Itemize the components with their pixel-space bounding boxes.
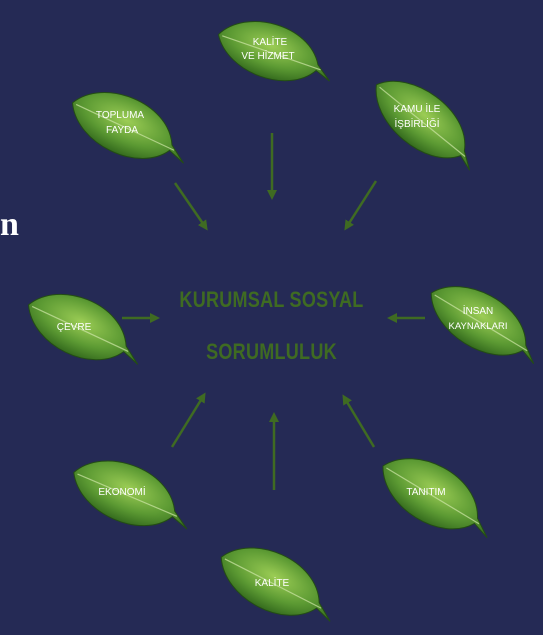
leaf-kalite-hizmet: KALİTE VE HİZMET bbox=[217, 21, 330, 82]
leaf-topluma-fayda: TOPLUMA FAYDA bbox=[71, 92, 184, 164]
leaf-label-line: KALİTE bbox=[253, 35, 288, 48]
leaf-kalite: KALİTE bbox=[220, 547, 331, 622]
leaf-label-line: VE HİZMET bbox=[241, 49, 294, 62]
arrows bbox=[122, 133, 425, 490]
leaf-label-line: KAMU İLE bbox=[394, 102, 441, 115]
leaf-label-line: FAYDA bbox=[106, 125, 138, 136]
leaf-label-line: İNSAN bbox=[463, 304, 494, 317]
leaf-label-line: TOPLUMA bbox=[96, 110, 144, 121]
leaf-label-line: EKONOMİ bbox=[98, 485, 145, 498]
stray-letter: n bbox=[0, 206, 19, 243]
leaf-label-line: TANITIM bbox=[406, 487, 445, 498]
center-title-line1: KURUMSAL SOSYAL bbox=[179, 287, 364, 312]
center-title-line2: SORUMLULUK bbox=[206, 339, 337, 364]
leaf-cevre: ÇEVRE bbox=[27, 293, 139, 365]
leaf-label-line: İŞBİRLİĞİ bbox=[394, 117, 439, 130]
leaf-label-line: ÇEVRE bbox=[57, 322, 92, 333]
leaf-label-line: KAYNAKLARI bbox=[449, 321, 508, 332]
arrow-from-kamu-isbirligi bbox=[344, 180, 378, 231]
arrow-from-tanitim bbox=[342, 394, 376, 448]
leaf-insan-kaynaklari: İNSAN KAYNAKLARI bbox=[430, 286, 535, 364]
leaf-label-line: KALİTE bbox=[255, 576, 290, 589]
leaf-kamu-isbirligi: KAMU İLE İŞBİRLİĞİ bbox=[375, 80, 471, 171]
arrow-from-topluma-fayda bbox=[173, 182, 208, 231]
leaf-tanitim: TANITIM bbox=[382, 458, 488, 538]
arrow-from-ekonomi bbox=[170, 392, 206, 448]
leaf-ekonomi: EKONOMİ bbox=[73, 460, 188, 530]
